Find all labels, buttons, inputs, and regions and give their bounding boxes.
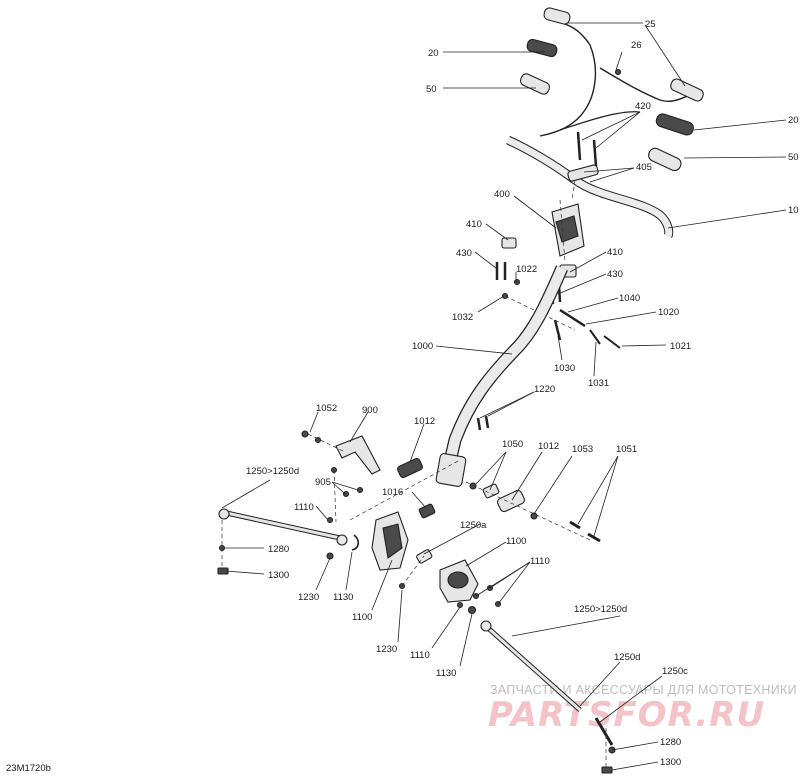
spring-1012 [397,457,423,479]
lower-joint-parts [465,481,601,543]
callout-1250-left: 1250>1250d [246,466,299,477]
cotter-1130 [351,534,360,551]
callout-1052: 1052 [316,403,337,414]
callout-1130-right: 1130 [436,668,456,679]
callout-400: 400 [494,189,510,200]
riser-block [551,203,585,257]
callout-1110-bottom: 1110 [410,650,430,661]
callout-1030: 1030 [554,363,575,374]
callout-20-left: 20 [428,48,439,59]
clamp-left [495,237,517,280]
callout-1000: 1000 [412,341,433,352]
callout-1022: 1022 [516,264,537,275]
callout-1031: 1031 [588,378,609,389]
callout-1053: 1053 [572,444,593,455]
callout-430-right: 430 [607,269,623,280]
callout-1020: 1020 [658,307,679,318]
handlebar [506,136,673,238]
callout-26: 26 [631,40,642,51]
callout-1300-right: 1300 [660,757,681,768]
steering-housing-left [371,511,409,571]
callout-50-left: 50 [426,84,437,95]
tie-rod-left [217,508,348,575]
handlebar-clamp [567,131,599,182]
callout-1130-left: 1130 [333,592,353,603]
callout-1100-right: 1100 [506,536,526,547]
callout-10: 10 [788,205,799,216]
upper-bracket [301,430,381,475]
callout-1250-right: 1250>1250d [574,604,627,615]
callout-1250c: 1250c [662,666,688,677]
callout-430-left: 430 [456,248,472,259]
column-bearing [435,453,467,487]
clip-26 [614,68,622,76]
callout-1021: 1021 [670,341,691,352]
callout-405: 405 [636,162,652,173]
callout-1300-left: 1300 [268,570,289,581]
joint-1250a [416,549,433,564]
callout-50-right: 50 [788,152,799,163]
callout-1050: 1050 [502,439,523,450]
callout-1230-right: 1230 [376,644,397,655]
callout-1012-left: 1012 [414,416,435,427]
drawing-code: 23M1720b [6,763,51,774]
callout-1110-left: 1110 [294,502,314,513]
callout-1040: 1040 [619,293,640,304]
callout-1012-right: 1012 [538,441,559,452]
bushing-1016 [418,503,436,519]
callout-20-right: 20 [788,115,799,126]
leader-lines [221,22,787,771]
callout-905: 905 [315,477,331,488]
left-grip [519,38,558,95]
callout-1280-left: 1280 [268,544,289,555]
steering-housing-right [439,559,502,615]
callout-410-right: 410 [607,247,623,258]
callout-1110-right: 1110 [530,556,550,567]
heated-grip-wiring [539,7,704,137]
callout-1250a: 1250a [460,520,487,531]
callout-1016: 1016 [382,487,403,498]
callout-1280-right: 1280 [660,737,681,748]
callout-labels: 25 26 20 50 420 405 20 50 10 400 410 430… [246,19,799,768]
steering-column [442,265,567,472]
callout-1051: 1051 [616,444,637,455]
callout-410-left: 410 [466,219,482,230]
callout-25: 25 [645,19,656,30]
callout-420: 420 [635,101,651,112]
tie-rod-right [480,620,616,774]
callout-1250d: 1250d [614,652,640,663]
right-grip [648,113,694,172]
callout-1220: 1220 [534,384,555,395]
callout-900: 900 [362,405,378,416]
callout-1032: 1032 [452,312,473,323]
callout-1100-left: 1100 [352,612,372,623]
watermark-logo: PARTSFOR.RU [488,695,765,735]
small-hardware-left [326,466,364,524]
callout-1230-left: 1230 [298,592,319,603]
